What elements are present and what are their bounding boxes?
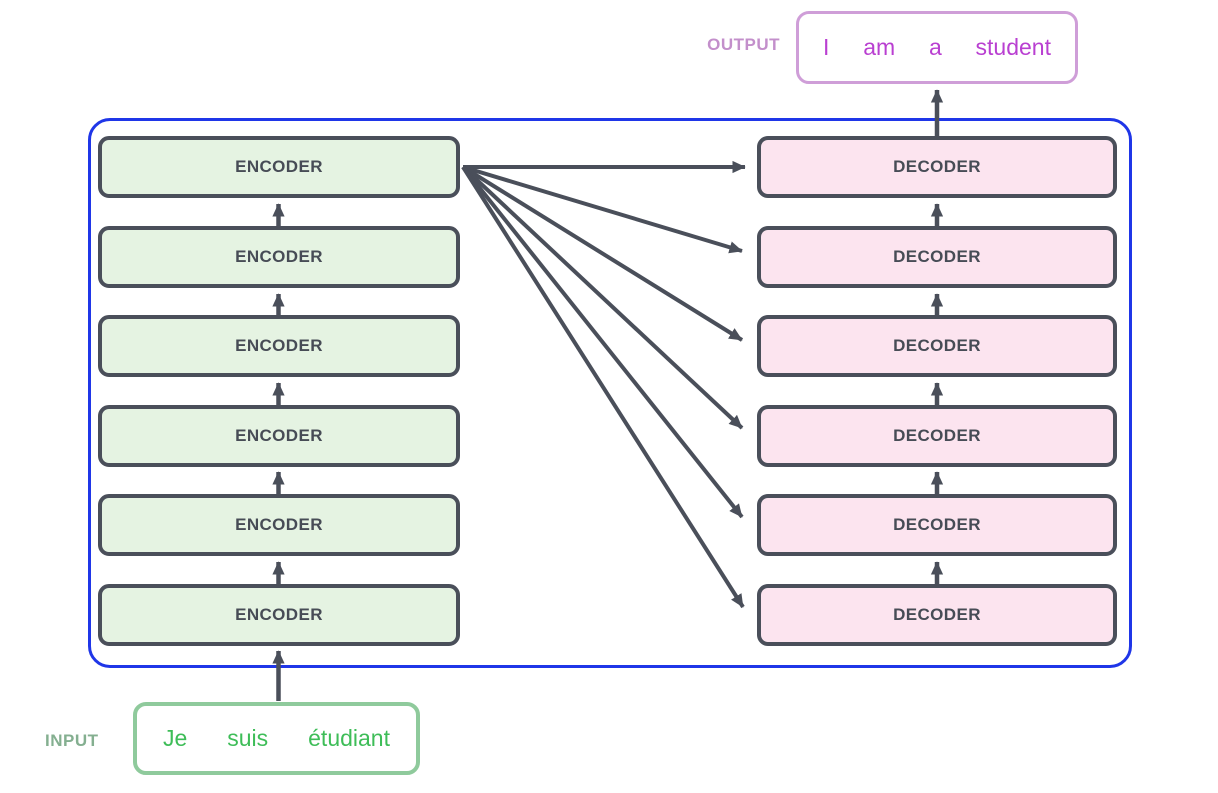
decoder-block-3: DECODER	[757, 405, 1117, 467]
output-word: student	[975, 34, 1051, 60]
input-word: Je	[163, 725, 188, 751]
output-box: I am a student	[796, 11, 1078, 84]
input-word: étudiant	[308, 725, 390, 751]
encoder-block-5: ENCODER	[98, 226, 460, 288]
encoder-block-6: ENCODER	[98, 136, 460, 198]
decoder-block-6: DECODER	[757, 136, 1117, 198]
output-word: a	[928, 34, 942, 60]
input-word: suis	[227, 725, 269, 751]
encoder-block-2: ENCODER	[98, 494, 460, 556]
decoder-block-1: DECODER	[757, 584, 1117, 646]
model-container-frame	[88, 118, 1132, 668]
output-label: OUTPUT	[707, 35, 780, 54]
encoder-block-3: ENCODER	[98, 405, 460, 467]
encoder-block-4: ENCODER	[98, 315, 460, 377]
output-word: I	[823, 34, 830, 60]
decoder-block-5: DECODER	[757, 226, 1117, 288]
input-box: Je suis étudiant	[133, 702, 420, 775]
output-word: am	[863, 34, 896, 60]
decoder-block-2: DECODER	[757, 494, 1117, 556]
decoder-block-4: DECODER	[757, 315, 1117, 377]
encoder-block-1: ENCODER	[98, 584, 460, 646]
input-label: INPUT	[45, 731, 99, 750]
